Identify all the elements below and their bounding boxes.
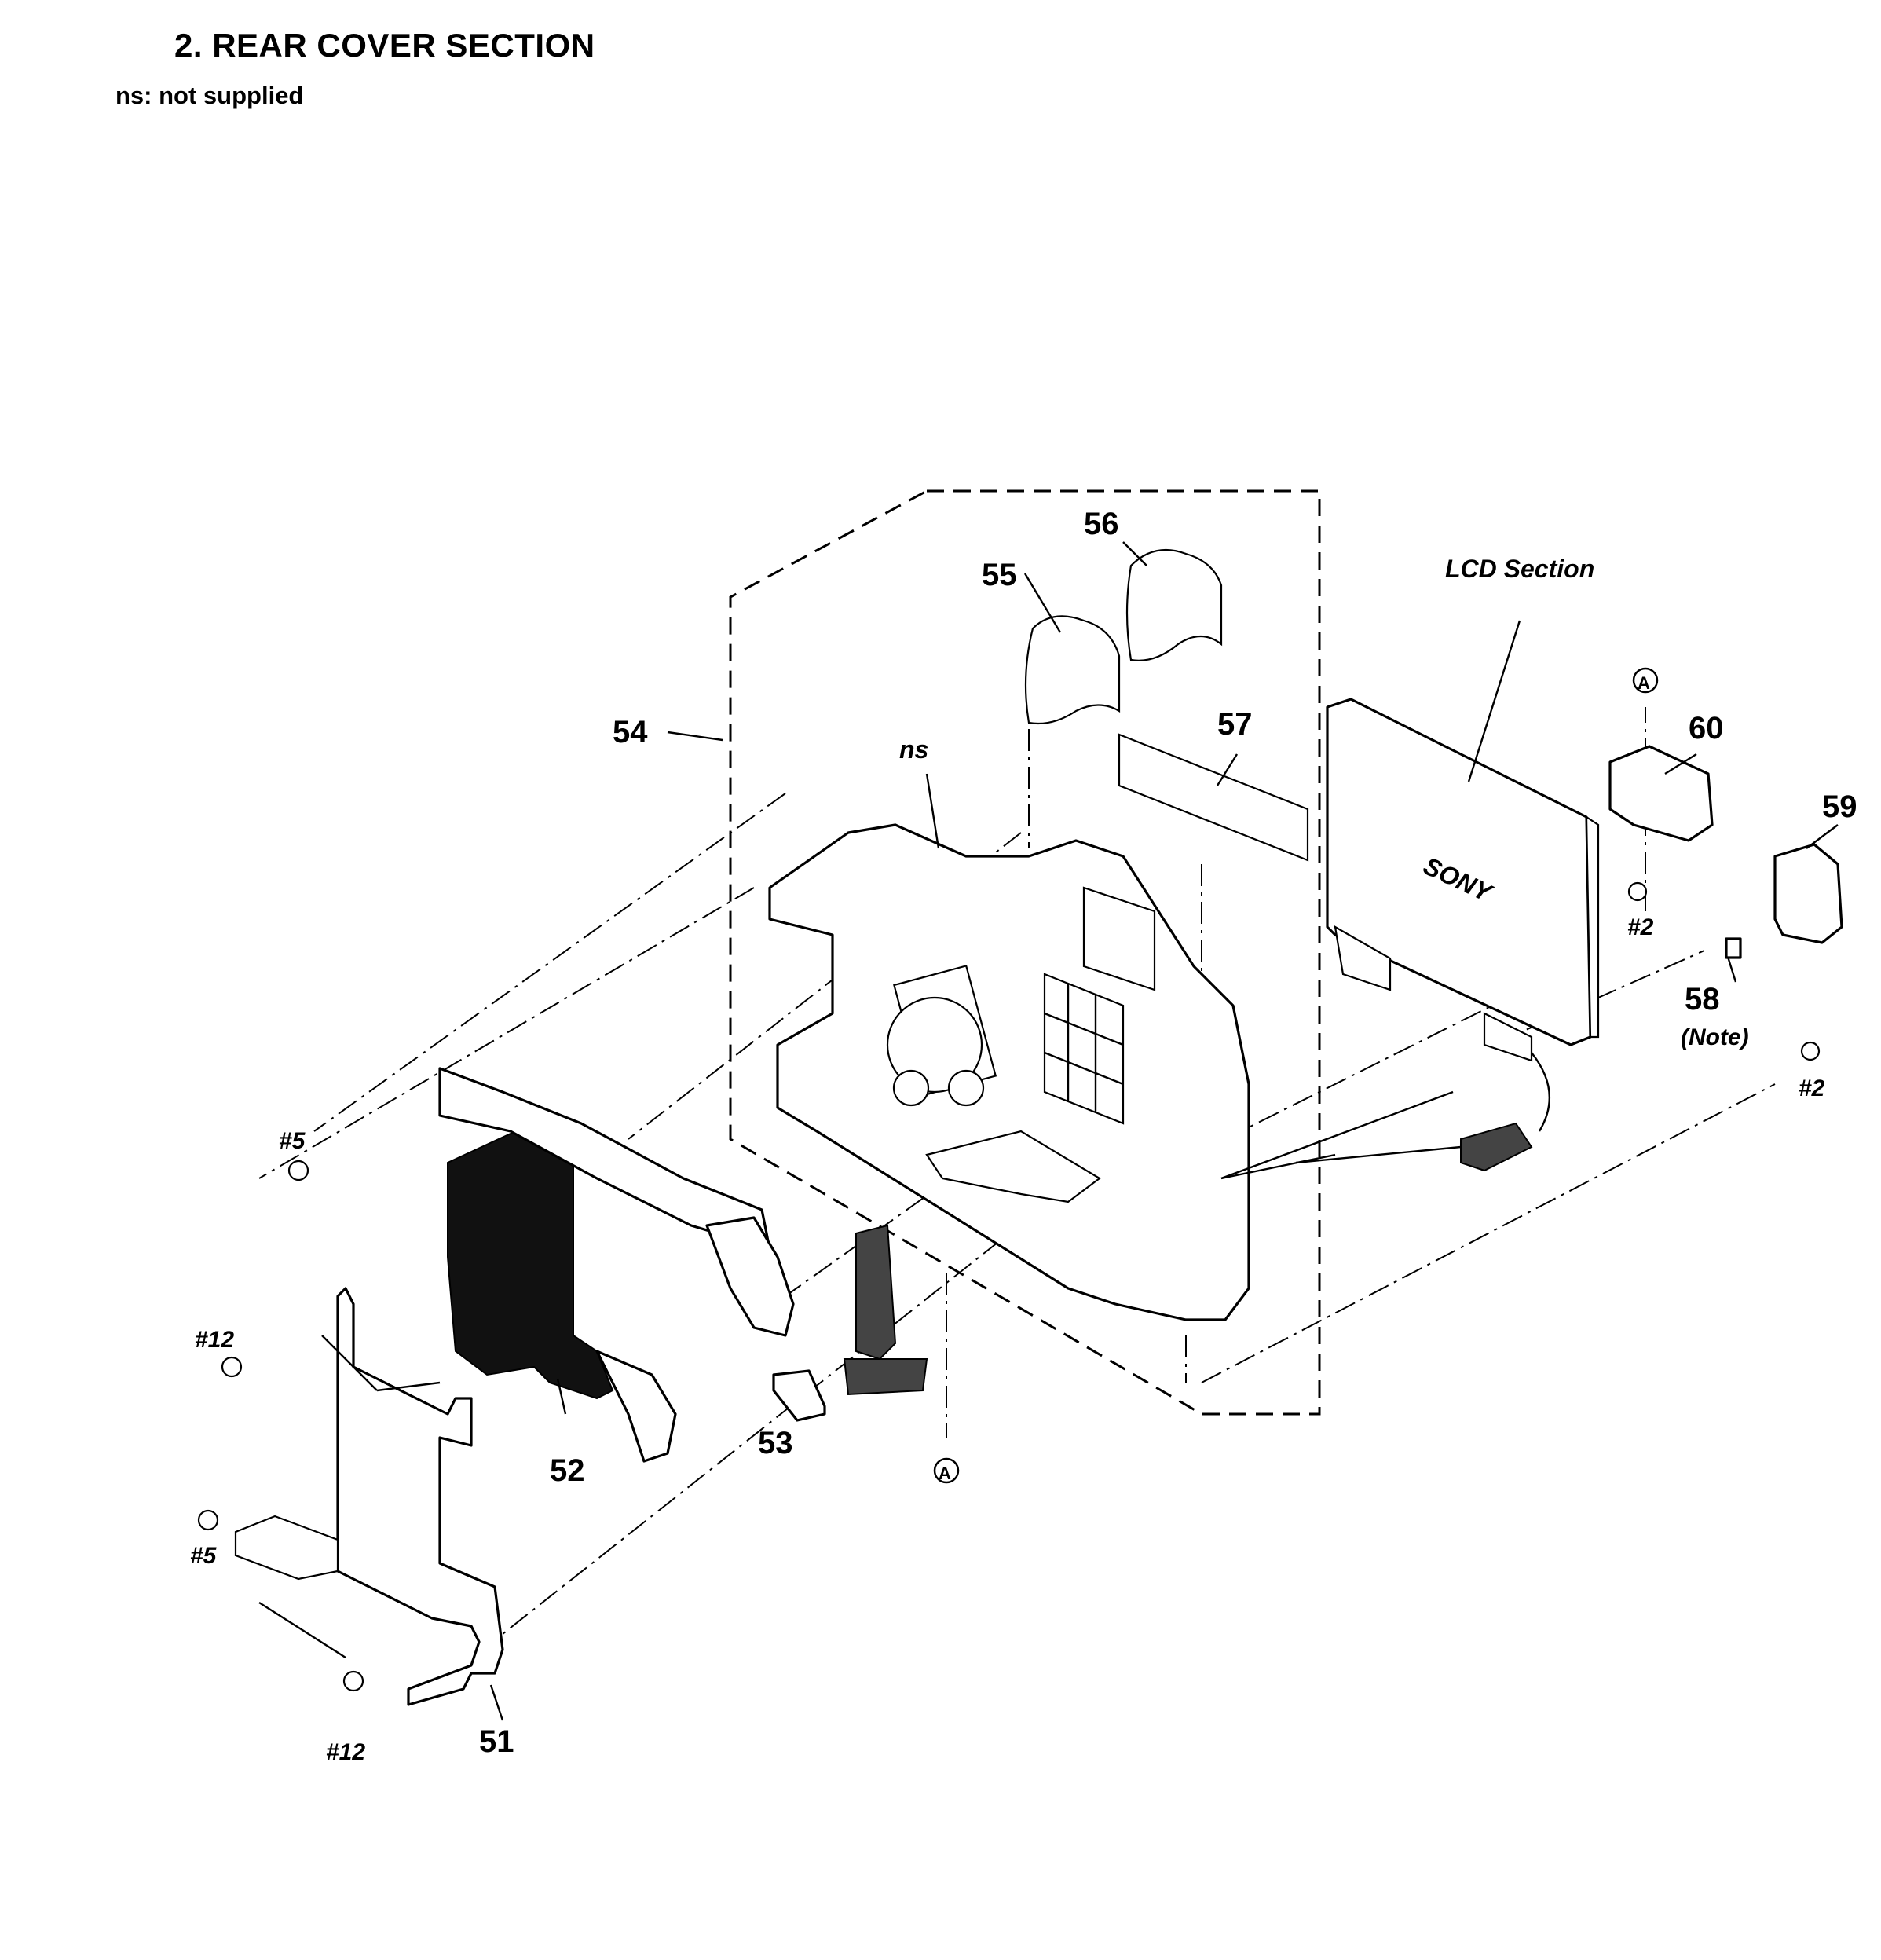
- screw-label-2-left: #2: [1627, 914, 1654, 940]
- callout-59: 59: [1822, 789, 1857, 824]
- page-title: 2. REAR COVER SECTION: [174, 27, 595, 64]
- callout-56: 56: [1084, 507, 1119, 541]
- part-60: [1608, 745, 1714, 842]
- screw-label-5-lower: #5: [190, 1543, 218, 1569]
- marker-a-top: A: [1632, 667, 1659, 694]
- svg-text:A: A: [939, 1464, 951, 1483]
- part-55-sheet: [1024, 615, 1121, 725]
- callout-ns: ns: [899, 735, 928, 764]
- part-58: [1725, 937, 1742, 959]
- assembly-54-boundary: [729, 489, 1321, 1416]
- marker-a-bottom: A: [933, 1457, 960, 1484]
- button-grid: [1043, 973, 1125, 1125]
- part-53-shield: [772, 1369, 826, 1422]
- callout-55: 55: [982, 558, 1017, 592]
- callout-54: 54: [613, 715, 648, 749]
- not-supplied-note: ns: not supplied: [115, 82, 304, 109]
- part-59: [1773, 843, 1843, 944]
- screw-label-5-upper: #5: [279, 1128, 306, 1154]
- screw-label-12-upper: #12: [195, 1327, 234, 1353]
- screws: [197, 881, 1821, 1692]
- screw-2-right-icon: [1800, 1041, 1821, 1061]
- svg-text:A: A: [1638, 673, 1650, 693]
- part-57-sheet: [1118, 733, 1309, 862]
- callout-52: 52: [550, 1453, 585, 1488]
- screw-5-lower-icon: [197, 1509, 219, 1531]
- callout-58: 58: [1685, 982, 1720, 1017]
- lcd-section: SONY: [1326, 698, 1600, 1172]
- callout-57: 57: [1217, 707, 1253, 742]
- callout-lcd-section: LCD Section: [1445, 555, 1594, 583]
- screw-12-lower-icon: [342, 1670, 364, 1692]
- callout-58-note: (Note): [1681, 1024, 1749, 1050]
- screw-label-12-lower: #12: [326, 1739, 365, 1765]
- callout-51: 51: [479, 1724, 514, 1759]
- callout-leaders: [258, 541, 1839, 1721]
- part-52-flex-board: [438, 1067, 795, 1463]
- callout-60: 60: [1689, 711, 1724, 746]
- screw-12-upper-icon: [221, 1356, 243, 1378]
- part-51-bracket: [234, 1287, 504, 1706]
- callout-53: 53: [758, 1426, 793, 1460]
- screw-label-2-right: #2: [1799, 1075, 1825, 1101]
- part-56-sheet: [1125, 548, 1223, 661]
- rear-cover-body: [768, 823, 1250, 1321]
- screw-2-left-icon: [1627, 881, 1648, 902]
- flat-cable: [843, 1224, 928, 1396]
- screw-5-upper-icon: [287, 1160, 309, 1181]
